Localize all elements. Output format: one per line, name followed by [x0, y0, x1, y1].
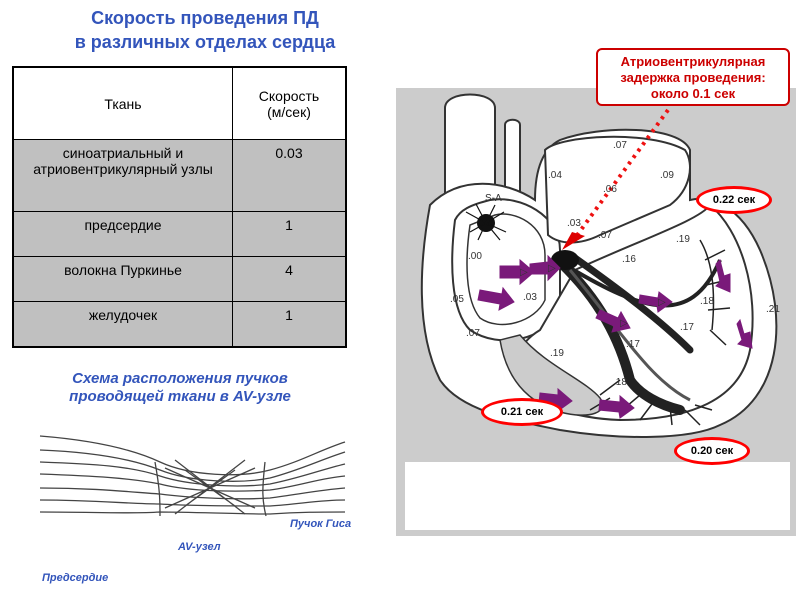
- svg-text:▷: ▷: [620, 318, 628, 329]
- label-his-bundle: Пучок Гиса: [290, 518, 352, 530]
- value-label: .09: [660, 170, 674, 181]
- svg-text:▷: ▷: [658, 297, 666, 308]
- table-row: предсердие 1: [12, 210, 347, 257]
- table-row: синоатриальный и атриовентрикулярный узл…: [12, 139, 347, 212]
- header-speed: Скорость(м/сек): [232, 66, 347, 140]
- header-tissue-text: Ткань: [104, 95, 142, 112]
- header-speed-line1: Скорость: [258, 87, 320, 104]
- value-label: .06: [603, 184, 617, 195]
- label-atrium: Предсердие: [42, 572, 109, 584]
- speed-table: Ткань Скорость(м/сек) синоатриальный и а…: [12, 66, 347, 348]
- av-delay-callout: Атриовентрикулярная задержка проведения:…: [596, 48, 790, 106]
- scheme-title-line-2: проводящей ткани в AV-узле: [69, 388, 291, 405]
- table-cell-speed: 4: [232, 255, 347, 302]
- table-cell-tissue: волокна Пуркинье: [12, 255, 233, 302]
- value-label: .03: [567, 218, 581, 229]
- value-label: .07: [613, 140, 627, 151]
- table-cell-tissue: желудочек: [12, 300, 233, 348]
- label-av-node: AV-узел: [178, 541, 221, 553]
- callout-line-1: Атриовентрикулярная: [620, 54, 766, 69]
- table-header-row: Ткань Скорость(м/сек): [12, 66, 347, 140]
- heart-panel-blank-box: [405, 462, 790, 530]
- value-label: .07: [598, 230, 612, 241]
- title-line-1: Скорость проведения ПД: [91, 8, 319, 28]
- value-label: .16: [622, 254, 636, 265]
- value-label: .17: [626, 339, 640, 350]
- callout-line-2: задержка проведения:: [620, 70, 766, 85]
- value-label: .05: [450, 294, 464, 305]
- header-speed-line2: (м/сек): [267, 103, 311, 120]
- table-cell-tissue: предсердие: [12, 210, 233, 257]
- value-label: .18: [613, 377, 627, 388]
- value-label: .18: [700, 296, 714, 307]
- header-tissue: Ткань: [12, 66, 233, 140]
- table-cell-tissue: синоатриальный и атриовентрикулярный узл…: [12, 139, 233, 212]
- table-cell-speed: 1: [232, 300, 347, 348]
- value-label: .04: [548, 170, 562, 181]
- value-label: .19: [550, 348, 564, 359]
- value-label: .00: [468, 251, 482, 262]
- timing-badge: 0.20 сек: [674, 437, 750, 465]
- value-label: .17: [680, 322, 694, 333]
- svg-text:▷: ▷: [548, 263, 556, 274]
- table-row: волокна Пуркинье 4: [12, 255, 347, 302]
- scheme-title: Схема расположения пучков проводящей тка…: [30, 370, 330, 406]
- table-row: желудочек 1: [12, 300, 347, 348]
- svg-text:▷: ▷: [520, 267, 528, 278]
- scheme-title-line-1: Схема расположения пучков: [72, 370, 288, 387]
- page-title: Скорость проведения ПД в различных отдел…: [40, 6, 370, 54]
- value-label: .03: [523, 292, 537, 303]
- value-label: .19: [676, 234, 690, 245]
- callout-line-3: около 0.1 сек: [650, 86, 736, 101]
- label-sa: S-A: [485, 193, 502, 204]
- title-line-2: в различных отделах сердца: [74, 32, 336, 52]
- timing-badge: 0.22 сек: [696, 186, 772, 214]
- value-label: .21: [766, 304, 780, 315]
- timing-badge: 0.21 сек: [481, 398, 563, 426]
- value-label: .07: [466, 328, 480, 339]
- table-cell-speed: 0.03: [232, 139, 347, 212]
